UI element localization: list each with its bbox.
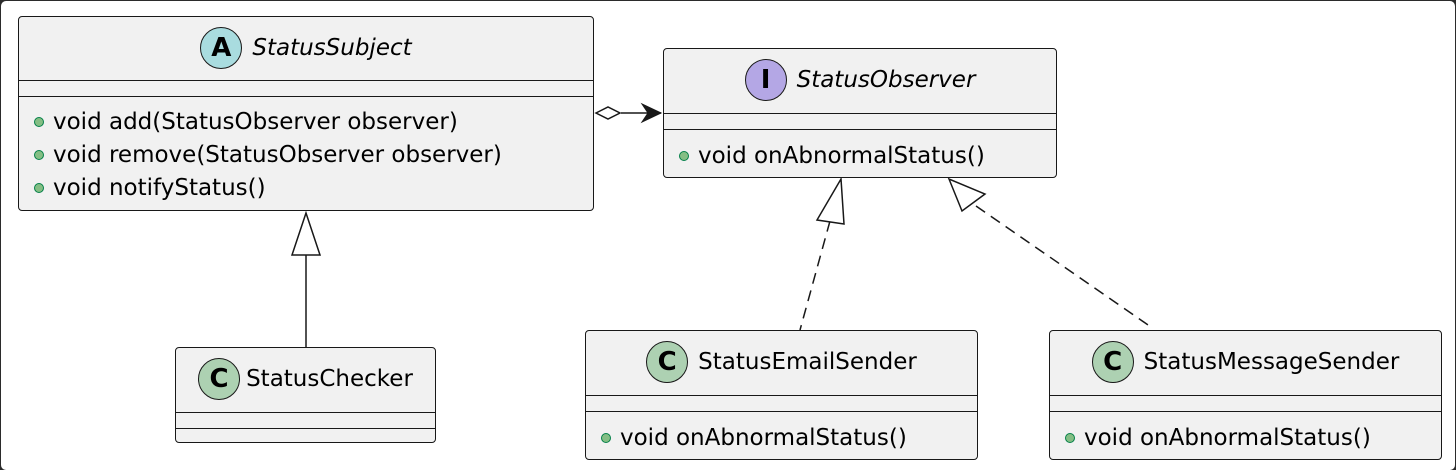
public-visibility-icon xyxy=(601,432,611,443)
public-visibility-icon xyxy=(34,116,44,127)
divider xyxy=(19,80,593,81)
divider xyxy=(176,428,435,429)
aggregation-diamond xyxy=(594,106,622,120)
interface-status-observer[interactable]: I StatusObserver void onAbnormalStatus() xyxy=(663,48,1057,178)
divider xyxy=(586,411,977,412)
divider xyxy=(1050,411,1441,412)
class-name: StatusObserver xyxy=(796,67,976,93)
divider xyxy=(1050,395,1441,396)
public-visibility-icon xyxy=(34,149,44,160)
method-signature: void onAbnormalStatus() xyxy=(1084,424,1371,451)
abstract-badge-icon: A xyxy=(200,27,243,69)
aggregation-edge xyxy=(594,102,663,124)
class-status-message-sender[interactable]: C StatusMessageSender void onAbnormalSta… xyxy=(1049,330,1442,460)
public-visibility-icon xyxy=(679,150,689,161)
divider xyxy=(19,96,593,97)
class-badge-icon: C xyxy=(1091,341,1134,383)
divider xyxy=(586,395,977,396)
class-status-email-sender[interactable]: C StatusEmailSender void onAbnormalStatu… xyxy=(585,330,978,460)
interface-badge-icon: I xyxy=(744,59,787,101)
method-item: void onAbnormalStatus() xyxy=(664,139,1056,172)
class-header: A StatusSubject xyxy=(19,17,593,79)
method-item: void add(StatusObserver observer) xyxy=(19,105,593,138)
method-item: void remove(StatusObserver observer) xyxy=(19,138,593,171)
realization-triangle-email xyxy=(815,176,845,225)
class-name: StatusEmailSender xyxy=(698,349,917,375)
class-header: C StatusChecker xyxy=(176,348,435,410)
class-header: C StatusMessageSender xyxy=(1050,331,1441,393)
method-list: void onAbnormalStatus() xyxy=(586,421,977,454)
public-visibility-icon xyxy=(1065,432,1075,443)
divider xyxy=(176,412,435,413)
class-name: StatusChecker xyxy=(246,366,413,392)
method-list: void onAbnormalStatus() xyxy=(1050,421,1441,454)
class-header: I StatusObserver xyxy=(664,49,1056,111)
class-badge-icon: C xyxy=(198,358,241,400)
realization-edge-message xyxy=(947,177,1152,328)
method-signature: void onAbnormalStatus() xyxy=(620,424,907,451)
method-item: void onAbnormalStatus() xyxy=(586,421,977,454)
class-name: StatusSubject xyxy=(252,35,412,61)
class-badge-icon: C xyxy=(646,341,689,383)
inheritance-edge xyxy=(290,210,322,347)
method-signature: void remove(StatusObserver observer) xyxy=(53,141,502,168)
method-list: void onAbnormalStatus() xyxy=(664,139,1056,172)
class-status-checker[interactable]: C StatusChecker xyxy=(175,347,436,443)
class-header: C StatusEmailSender xyxy=(586,331,977,393)
method-signature: void add(StatusObserver observer) xyxy=(53,108,458,135)
method-signature: void onAbnormalStatus() xyxy=(698,142,985,169)
inheritance-triangle xyxy=(290,210,322,256)
class-status-subject[interactable]: A StatusSubject void add(StatusObserver … xyxy=(18,16,594,211)
divider xyxy=(664,129,1056,130)
method-item: void onAbnormalStatus() xyxy=(1050,421,1441,454)
method-signature: void notifyStatus() xyxy=(53,174,266,201)
public-visibility-icon xyxy=(34,182,44,193)
divider xyxy=(664,113,1056,114)
aggregation-arrowhead xyxy=(640,102,663,124)
method-item: void notifyStatus() xyxy=(19,171,593,204)
realization-edge-email xyxy=(799,176,845,331)
class-name: StatusMessageSender xyxy=(1143,349,1400,375)
realization-triangle-message xyxy=(947,177,987,213)
method-list: void add(StatusObserver observer) void r… xyxy=(19,105,593,204)
